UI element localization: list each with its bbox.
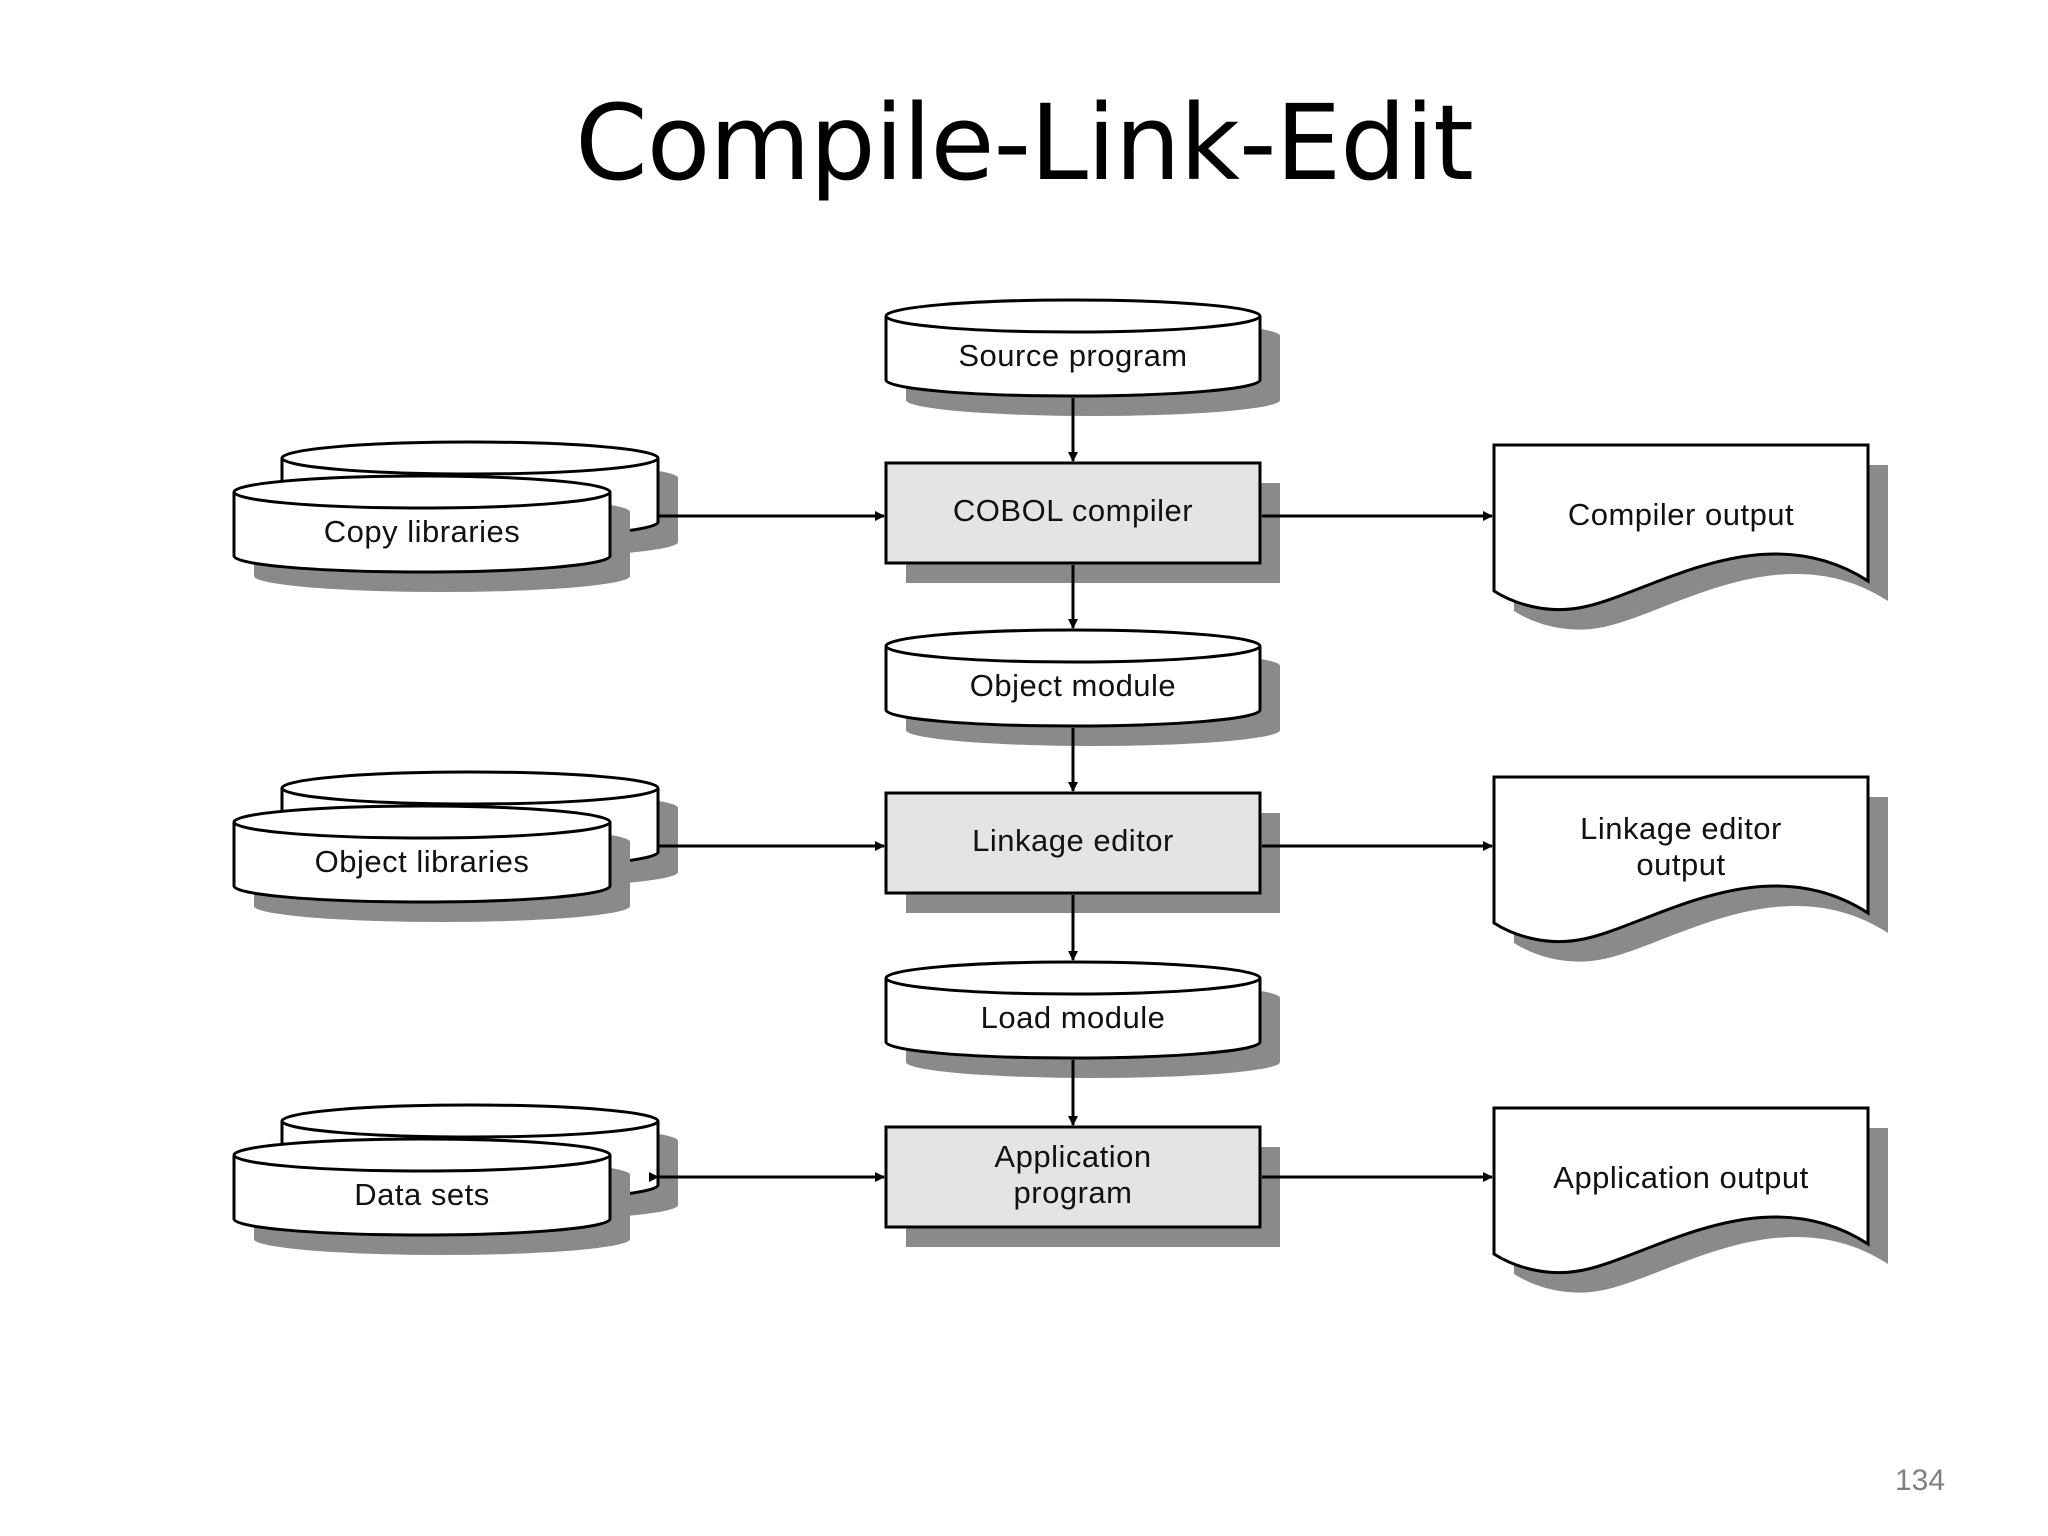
copy-libraries-cylinders: Copy libraries bbox=[232, 440, 678, 592]
object-module-cylinder-label: Object module bbox=[970, 668, 1176, 703]
source-program-cylinder: Source program bbox=[884, 298, 1280, 416]
application-output-document: Application output bbox=[1492, 1106, 1888, 1293]
application-program-box-label-line-2: program bbox=[1014, 1175, 1133, 1210]
object-libraries-cylinders-label: Object libraries bbox=[315, 844, 530, 879]
cobol-compiler-box-label: COBOL compiler bbox=[953, 493, 1193, 528]
slide-title: Compile-Link-Edit bbox=[575, 82, 1474, 204]
cobol-compiler-box: COBOL compiler bbox=[884, 461, 1280, 583]
page-number: 134 bbox=[1894, 1464, 1946, 1497]
linkage-editor-box: Linkage editor bbox=[884, 791, 1280, 913]
application-program-box-label-line-1: Application bbox=[994, 1139, 1151, 1174]
object-module-cylinder: Object module bbox=[884, 628, 1280, 746]
copy-libraries-cylinders-label: Copy libraries bbox=[324, 514, 521, 549]
data-sets-cylinders-label: Data sets bbox=[354, 1177, 489, 1212]
linkage-editor-box-label: Linkage editor bbox=[972, 823, 1174, 858]
data-sets-cylinders: Data sets bbox=[232, 1103, 678, 1255]
compiler-output-document: Compiler output bbox=[1492, 443, 1888, 630]
source-program-cylinder-label: Source program bbox=[958, 338, 1187, 373]
object-libraries-cylinders: Object libraries bbox=[232, 770, 678, 922]
compiler-output-document-label: Compiler output bbox=[1568, 497, 1794, 532]
load-module-cylinder: Load module bbox=[884, 960, 1280, 1078]
linkage-editor-output-document-label-line-1: Linkage editor bbox=[1580, 811, 1782, 846]
linkage-editor-output-document-label-line-2: output bbox=[1636, 847, 1725, 882]
application-output-document-label: Application output bbox=[1553, 1160, 1808, 1195]
load-module-cylinder-label: Load module bbox=[981, 1000, 1166, 1035]
